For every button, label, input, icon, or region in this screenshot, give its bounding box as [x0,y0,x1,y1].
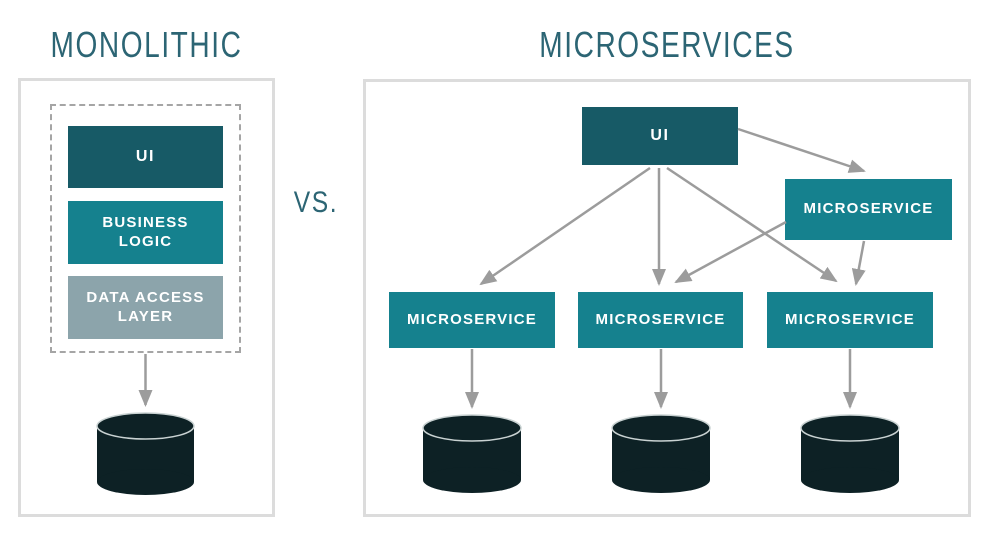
vs-label: VS. [293,186,339,219]
monolithic-business-logic-layer-box: BUSINESS LOGIC [68,201,223,264]
layer-label: DATA ACCESS LAYER [86,288,205,325]
monolithic-data-access-layer-box: DATA ACCESS LAYER [68,276,223,339]
monolithic-title: MONOLITHIC [50,24,243,65]
node-label: UI [650,127,670,144]
node-label: MICROSERVICE [407,310,537,328]
microservice-box-3: MICROSERVICE [767,292,933,348]
microservices-title: MICROSERVICES [539,24,795,65]
node-label: MICROSERVICE [785,310,915,328]
microservices-ui-box: UI [582,107,738,165]
monolith-boundary-dashed-box [50,104,241,353]
layer-label: UI [135,148,156,165]
monolithic-ui-layer-box: UI [68,126,223,188]
microservice-box-1: MICROSERVICE [389,292,555,348]
microservice-box-2: MICROSERVICE [578,292,743,348]
layer-label: BUSINESS LOGIC [102,213,189,250]
node-label: MICROSERVICE [803,200,934,218]
node-label: MICROSERVICE [595,310,726,328]
microservice-box-gateway: MICROSERVICE [785,179,952,240]
